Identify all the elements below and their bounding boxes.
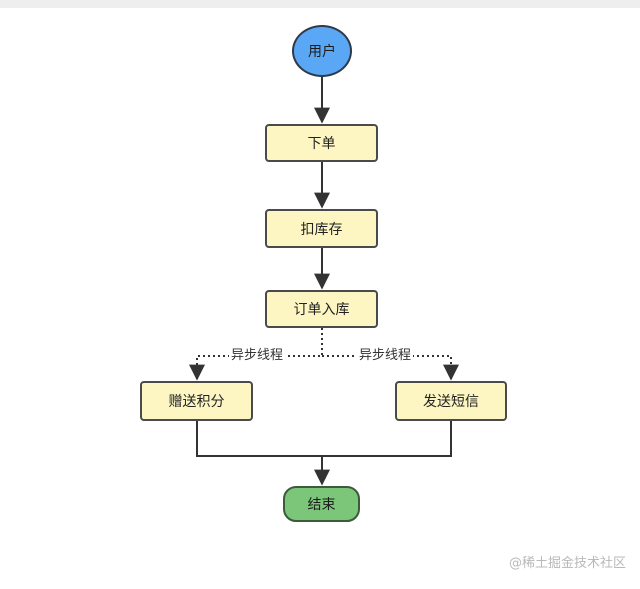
watermark: @稀土掘金技术社区 — [508, 556, 626, 571]
gift-points-label: 赠送积分 — [168, 394, 225, 410]
user-start-label: 用户 — [308, 44, 336, 60]
send-sms-node: 发送短信 — [395, 381, 507, 421]
send-sms-label: 发送短信 — [423, 394, 479, 410]
user-start-node: 用户 — [292, 25, 352, 77]
order-storage-node: 订单入库 — [265, 290, 378, 328]
end-label: 结束 — [307, 497, 336, 513]
gift-points-node: 赠送积分 — [140, 381, 253, 421]
place-order-node: 下单 — [265, 124, 378, 162]
edge-points-to-merge — [196, 421, 322, 457]
end-node: 结束 — [283, 486, 360, 522]
order-storage-label: 订单入库 — [293, 302, 350, 318]
async-thread-label-right: 异步线程 — [357, 348, 414, 364]
edge-sms-to-merge — [322, 421, 452, 457]
top-bar — [0, 0, 640, 8]
deduct-stock-node: 扣库存 — [265, 209, 378, 248]
place-order-label: 下单 — [307, 136, 336, 152]
async-thread-label-left: 异步线程 — [229, 348, 286, 364]
deduct-stock-label: 扣库存 — [300, 221, 343, 238]
